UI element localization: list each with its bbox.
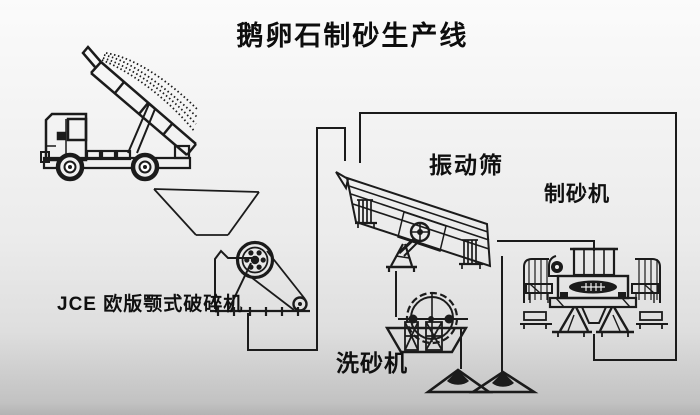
sand-pile-1-cap <box>447 370 469 385</box>
gravel-texture <box>101 52 199 133</box>
flow-sandmaker-return <box>359 112 677 361</box>
flywheel-holes <box>244 250 266 270</box>
label-sand-washer: 洗砂机 <box>336 350 408 376</box>
page-title: 鹅卵石制砂生产线 <box>236 21 469 51</box>
jaw-crusher-icon <box>210 240 310 316</box>
sand-maker-icon <box>520 247 668 337</box>
flow-crusher-to-screen <box>247 127 346 351</box>
screen-spring-left <box>355 199 377 228</box>
flow-screen-to-sandmaker <box>497 240 595 251</box>
screen-leg <box>386 243 417 272</box>
vibrating-screen-icon <box>335 171 492 272</box>
washer-frame <box>404 321 443 351</box>
sand-pile-2-icon <box>468 370 539 394</box>
flow-lines <box>247 112 677 372</box>
label-sand-maker: 制砂机 <box>544 183 610 206</box>
sand-pile-1-icon <box>424 368 494 394</box>
sand-washer-icon <box>384 291 469 354</box>
sand-pile-2-cap <box>492 372 514 387</box>
label-jaw-crusher: JCE 欧版颚式破碎机 <box>57 294 244 315</box>
screen-spring-right <box>459 239 483 269</box>
feed-hopper-icon <box>153 188 260 236</box>
dump-truck-icon <box>40 45 199 182</box>
label-vibrating-screen: 振动筛 <box>429 152 504 178</box>
truck-wheels <box>55 152 160 182</box>
sand-pile-icons <box>424 368 539 394</box>
